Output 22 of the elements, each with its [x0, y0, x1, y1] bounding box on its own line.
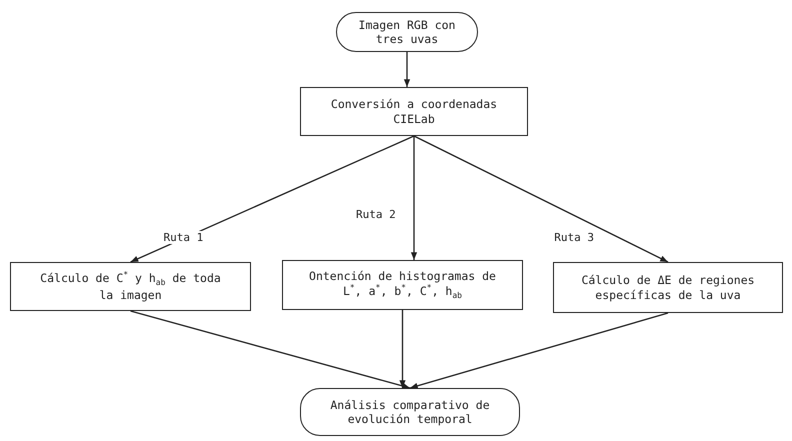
node-text: Análisis comparativo de evolución temporal — [329, 398, 491, 426]
terminal-shape — [300, 388, 520, 436]
arrow — [410, 312, 668, 389]
process-box — [553, 262, 783, 313]
edge-label: Ruta 2 — [354, 208, 398, 221]
edge-label: Ruta 1 — [162, 231, 206, 244]
process-box — [282, 260, 523, 310]
arrow — [130, 135, 414, 263]
arrow — [414, 135, 668, 263]
node-text: Imagen RGB con tres uvas — [358, 18, 456, 46]
process-box — [300, 87, 528, 136]
edge-label: Ruta 3 — [552, 231, 596, 244]
terminal-shape — [336, 12, 478, 52]
arrow — [410, 136, 418, 260]
node-text: Cálculo de C$^{*}$ y h$_{ab}$ de toda la imagen — [39, 270, 222, 303]
process-box — [10, 262, 251, 311]
node-text: Conversión a coordenadas CIELab — [330, 97, 498, 126]
arrow — [399, 310, 406, 388]
arrow — [404, 52, 410, 87]
node-text: Cálculo de ΔE de regiones específicas de la uva — [580, 273, 756, 302]
node-text: Ontención de histogramas de L$^{*}$, a$^{*}$, b$^{*}$, C$^{*}$, h$_{ab}$ — [308, 268, 497, 302]
arrow — [130, 310, 410, 389]
